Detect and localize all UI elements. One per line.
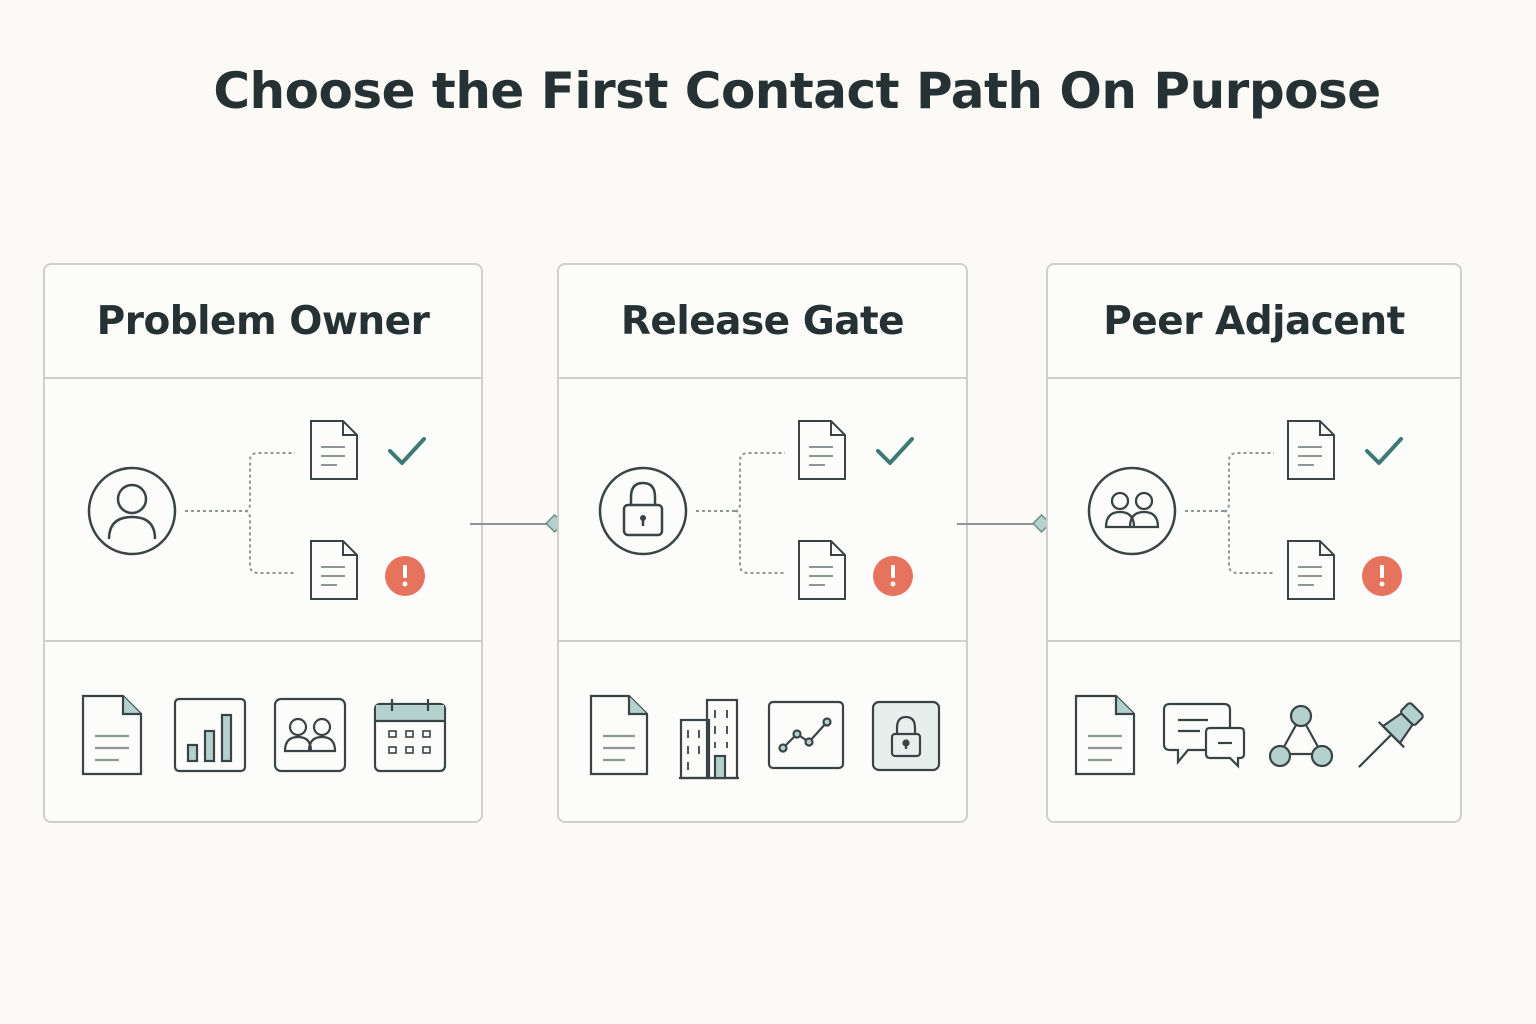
- document-icon: [1287, 420, 1335, 480]
- alert-icon: [873, 556, 913, 596]
- buildings-icon: [679, 698, 739, 780]
- contact-flow: [559, 377, 966, 642]
- group-icon: [1087, 466, 1177, 556]
- card-title: Peer Adjacent: [1048, 265, 1460, 379]
- contact-flow: [1048, 377, 1460, 642]
- alert-icon: [1362, 556, 1402, 596]
- document-icon: [310, 420, 358, 480]
- card-title: Problem Owner: [45, 265, 481, 379]
- card-title: Release Gate: [559, 265, 966, 379]
- tool-row: [45, 642, 481, 823]
- tool-row: [1048, 642, 1460, 823]
- document-icon: [310, 540, 358, 600]
- page-title: Choose the First Contact Path On Purpose: [213, 62, 1381, 120]
- document-icon: [1074, 694, 1136, 776]
- document-icon: [798, 420, 846, 480]
- calendar-icon: [373, 699, 447, 773]
- contact-flow: [45, 377, 481, 642]
- document-icon: [798, 540, 846, 600]
- lock-icon: [871, 700, 941, 772]
- person-icon: [87, 466, 177, 556]
- network-icon: [1268, 704, 1334, 768]
- card-peer-adjacent: Peer Adjacent: [1046, 263, 1462, 823]
- document-icon: [1287, 540, 1335, 600]
- check-icon: [876, 437, 914, 465]
- branch-connector: [1185, 452, 1274, 574]
- check-icon: [388, 437, 426, 465]
- chat-bubbles-icon: [1162, 702, 1246, 769]
- card-release-gate: Release Gate: [557, 263, 968, 823]
- pushpin-icon: [1358, 702, 1424, 768]
- line-chart-icon: [767, 700, 845, 770]
- tool-row: [559, 642, 966, 823]
- document-icon: [589, 694, 649, 776]
- document-icon: [81, 694, 143, 776]
- path-connector: [957, 513, 1052, 533]
- bar-chart-icon: [173, 697, 247, 773]
- team-icon: [273, 697, 347, 773]
- branch-connector: [185, 452, 295, 574]
- alert-icon: [385, 556, 425, 596]
- card-problem-owner: Problem Owner: [43, 263, 483, 823]
- padlock-icon: [598, 466, 688, 556]
- branch-connector: [696, 452, 785, 574]
- check-icon: [1365, 437, 1403, 465]
